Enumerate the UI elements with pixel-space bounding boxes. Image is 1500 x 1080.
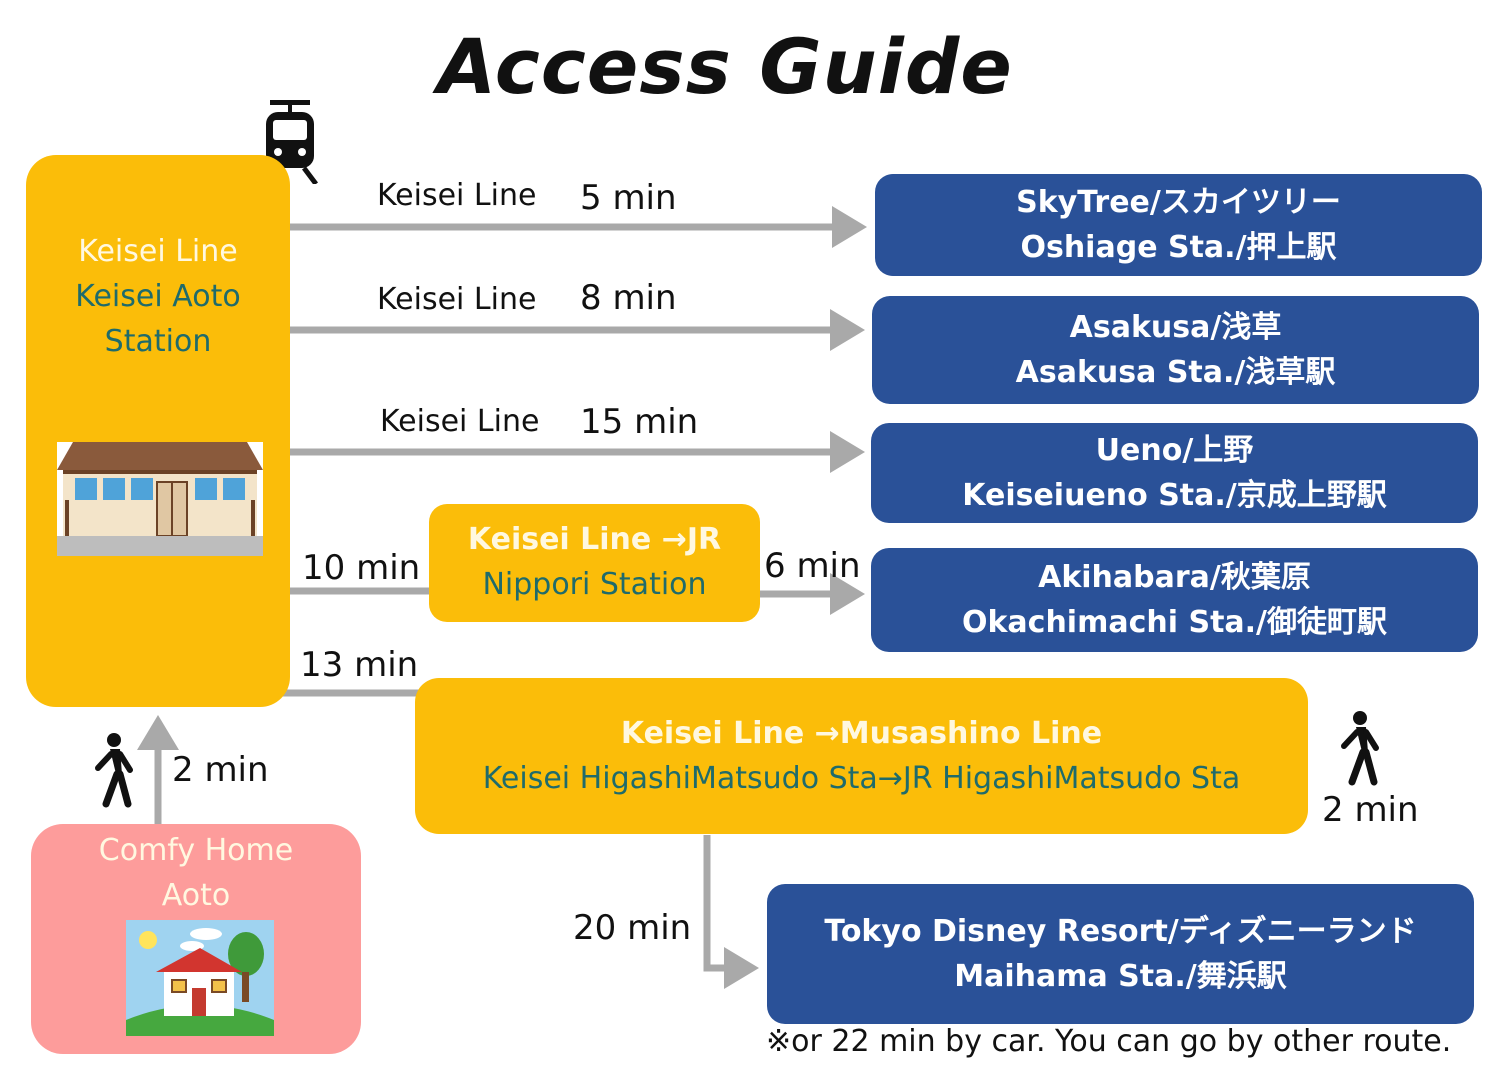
dest-asakusa-station: Asakusa Sta./浅草駅 (1015, 355, 1336, 390)
dest-akihabara-station: Okachimachi Sta./御徒町駅 (961, 605, 1388, 640)
dest-disney-box: Tokyo Disney Resort/ディズニーランド Maihama Sta… (767, 884, 1474, 1024)
origin-line-label: Keisei Line (78, 234, 238, 269)
nippori-station-name: Nippori Station (482, 567, 707, 602)
route-line-skytree: Keisei Line (377, 178, 537, 213)
nippori-line-label: Keisei Line →JR (467, 522, 722, 557)
home-area: Aoto (161, 878, 231, 913)
nippori-time-out: 6 min (764, 546, 861, 586)
home-box: Comfy Home Aoto (31, 824, 361, 1054)
musashino-transfer-box: Keisei Line →Musashino Line Keisei Higas… (415, 678, 1308, 834)
dest-ueno-name: Ueno/上野 (1095, 433, 1254, 468)
dest-ueno-box: Ueno/上野 Keiseiueno Sta./京成上野駅 (871, 423, 1478, 523)
route-time-asakusa: 8 min (580, 278, 677, 318)
origin-station-suffix: Station (104, 324, 212, 359)
origin-station-box: Keisei Line Keisei Aoto Station (26, 155, 290, 707)
route-line-ueno: Keisei Line (380, 404, 540, 439)
nippori-transfer-box: Keisei Line →JR Nippori Station (429, 504, 760, 622)
dest-disney-station: Maihama Sta./舞浜駅 (954, 959, 1287, 994)
dest-skytree-station: Oshiage Sta./押上駅 (1020, 230, 1337, 265)
arrow-musashino-disney (703, 835, 759, 989)
dest-skytree-name: SkyTree/スカイツリー (1016, 185, 1341, 220)
walking-person-icon (95, 733, 133, 808)
nippori-time-in: 10 min (302, 548, 421, 588)
musashino-time-in: 13 min (300, 645, 419, 685)
station-building-icon (57, 442, 263, 556)
musashino-line-label: Keisei Line →Musashino Line (620, 716, 1103, 751)
route-time-ueno: 15 min (580, 402, 699, 442)
musashino-walk-time: 2 min (1322, 790, 1419, 830)
musashino-time-out: 20 min (573, 908, 692, 948)
route-line-asakusa: Keisei Line (377, 282, 537, 317)
route-time-skytree: 5 min (580, 178, 677, 218)
footnote: ※or 22 min by car. You can go by other r… (766, 1024, 1452, 1059)
musashino-station-names: Keisei HigashiMatsudo Sta→JR HigashiMats… (482, 761, 1241, 796)
dest-asakusa-name: Asakusa/浅草 (1069, 310, 1282, 345)
house-icon (126, 920, 274, 1036)
home-name: Comfy Home (98, 833, 294, 868)
dest-akihabara-name: Akihabara/秋葉原 (1038, 560, 1311, 595)
dest-ueno-station: Keiseiueno Sta./京成上野駅 (962, 478, 1387, 513)
home-walk-time: 2 min (172, 750, 269, 790)
dest-skytree-box: SkyTree/スカイツリー Oshiage Sta./押上駅 (875, 174, 1482, 276)
dest-asakusa-box: Asakusa/浅草 Asakusa Sta./浅草駅 (872, 296, 1479, 404)
walking-person-icon (1341, 711, 1379, 786)
page-title: Access Guide (437, 22, 1013, 111)
dest-akihabara-box: Akihabara/秋葉原 Okachimachi Sta./御徒町駅 (871, 548, 1478, 652)
origin-station-name: Keisei Aoto (75, 279, 241, 314)
dest-disney-name: Tokyo Disney Resort/ディズニーランド (824, 914, 1417, 949)
